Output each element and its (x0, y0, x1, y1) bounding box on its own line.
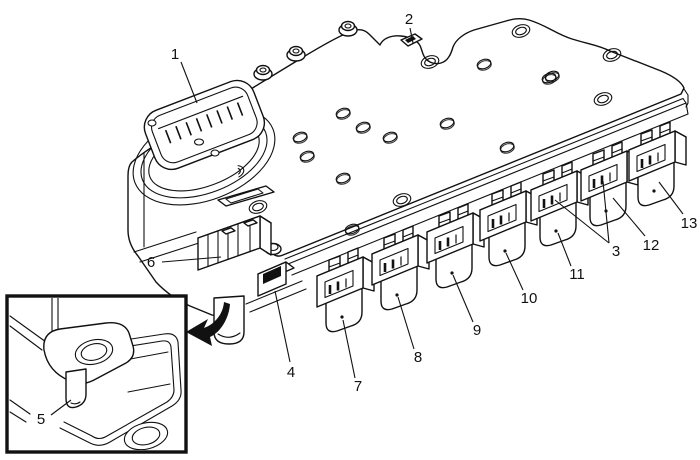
callout-3-label: 3 (612, 243, 620, 260)
callout-3: 3 (554, 180, 620, 260)
callout-7-leader (342, 319, 356, 379)
callout-3-leader (602, 180, 610, 244)
callout-9-label: 9 (473, 322, 481, 339)
callout-1-leader (180, 61, 198, 104)
callout-11: 11 (557, 232, 585, 283)
callout-6-leader (161, 256, 222, 263)
inset-detail-drawing (9, 298, 182, 450)
housing-foot (213, 295, 245, 345)
bolt-icon (338, 20, 358, 37)
callout-1-label: 1 (171, 46, 179, 63)
callout-10: 10 (505, 252, 538, 307)
connector-lock-bump (210, 149, 220, 157)
electrical-connector (143, 79, 266, 171)
inset-detail-box (5, 294, 188, 454)
bolt-icon (286, 45, 306, 62)
callout-5: 5 (37, 399, 72, 428)
callout-2-leader (409, 27, 414, 44)
callout-8: 8 (397, 296, 422, 366)
callout-10-label: 10 (521, 290, 538, 307)
callout-2: 2 (405, 11, 414, 44)
callout-8-leader (397, 296, 415, 350)
solenoid (315, 246, 376, 333)
connector-lock-bump (147, 119, 157, 127)
callout-11-label: 11 (569, 266, 585, 283)
callout-4: 4 (274, 290, 295, 381)
callout-7: 7 (342, 319, 362, 395)
callout-12-leader (612, 197, 646, 237)
callout-3-leader (554, 199, 610, 244)
callout-5-leader (50, 399, 72, 416)
bolt-icon (253, 64, 273, 81)
callout-2-label: 2 (405, 11, 413, 28)
detail-arrow-icon (186, 302, 230, 346)
callout-10-leader (505, 252, 524, 291)
callout-9: 9 (452, 274, 481, 339)
gasket-channel (59, 333, 182, 446)
plate-corner-edge (683, 88, 689, 108)
lead-frame-clip (257, 261, 295, 297)
callout-4-label: 4 (287, 364, 295, 381)
callout-7-label: 7 (354, 378, 362, 395)
callout-12-label: 12 (643, 237, 660, 254)
callout-13: 13 (658, 181, 698, 232)
callout-13-label: 13 (681, 215, 698, 232)
ribbed-solenoid-block (197, 215, 272, 271)
callout-6: 6 (147, 254, 222, 271)
callout-6-label: 6 (147, 254, 155, 271)
callout-5-label: 5 (37, 411, 45, 428)
callout-12: 12 (612, 197, 660, 254)
callout-1: 1 (171, 46, 198, 104)
callout-4-leader (274, 290, 291, 363)
callout-13-leader (658, 181, 684, 215)
callout-9-leader (452, 274, 474, 323)
callout-11-leader (557, 232, 572, 267)
retainer-clip-top (400, 33, 423, 47)
callout-8-label: 8 (414, 349, 422, 366)
connector-lock-bump (193, 138, 205, 146)
